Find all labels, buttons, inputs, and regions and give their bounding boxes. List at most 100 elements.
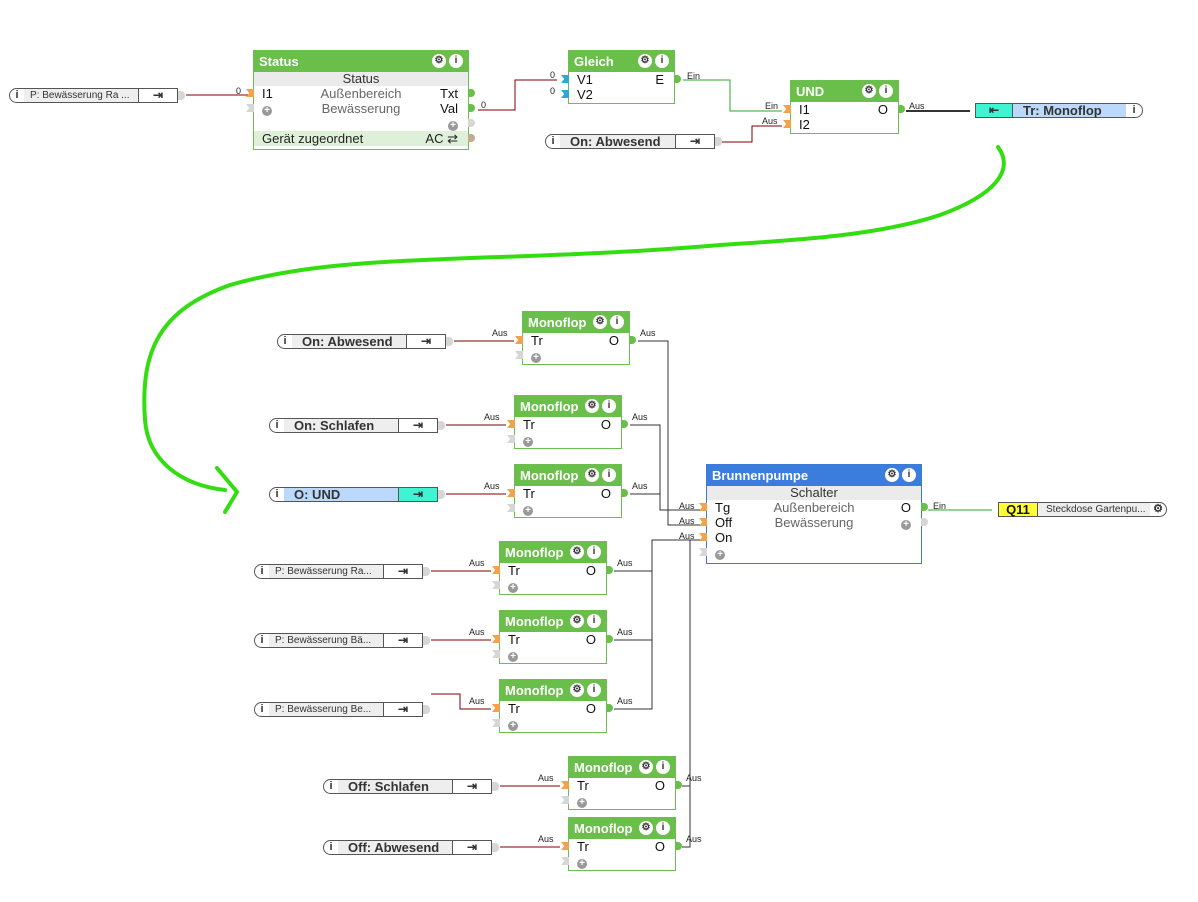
gear-icon[interactable]: ⚙ [570,545,584,559]
add-input-icon[interactable]: + [577,859,587,869]
output-pin[interactable] [675,781,682,789]
info-icon[interactable]: i [329,841,333,853]
gear-icon[interactable]: ⚙ [593,315,607,329]
info-icon[interactable]: i [1132,104,1136,116]
add-input-icon[interactable]: + [523,506,533,516]
input-pin[interactable] [561,90,569,98]
input-pin[interactable] [492,719,500,727]
gear-icon[interactable]: ⚙ [570,683,584,697]
info-icon[interactable]: i [656,760,670,774]
link-out-icon[interactable]: ⇥ [152,88,164,102]
output-pin[interactable] [606,566,613,574]
input-pin[interactable] [561,842,569,850]
gear-icon[interactable]: ⚙ [570,614,584,628]
add-output-icon[interactable]: + [448,121,458,131]
output-pin[interactable] [438,421,445,430]
info-icon[interactable]: i [275,419,279,431]
info-icon[interactable]: i [551,135,555,147]
monoflop-block[interactable]: Monoflop ⚙ i Tr O + [492,541,613,595]
info-icon[interactable]: i [602,399,616,413]
add-input-icon[interactable]: + [523,437,533,447]
info-icon[interactable]: i [15,89,19,101]
gear-icon[interactable]: ⚙ [585,399,599,413]
link-out-icon[interactable]: ⇥ [466,840,478,854]
gleich-block[interactable]: Gleich ⚙ i V1 E V2 [561,50,681,104]
info-icon[interactable]: i [610,315,624,329]
gear-icon[interactable]: ⚙ [1153,503,1163,515]
input-pin[interactable] [246,104,254,112]
input-pin[interactable] [492,566,500,574]
add-input-icon[interactable]: + [531,353,541,363]
und-block[interactable]: UND ⚙ i I1 O I2 [783,80,905,134]
input-ref-bewaesserung[interactable]: i P: Bewässerung Ra ... ⇥ [9,88,185,103]
link-out-icon[interactable]: ⇥ [397,633,409,647]
info-icon[interactable]: i [587,545,601,559]
output-pin[interactable] [468,134,475,142]
gear-icon[interactable]: ⚙ [585,468,599,482]
input-pin[interactable] [507,504,515,512]
info-icon[interactable]: i [655,54,669,68]
input-pin[interactable] [246,89,254,97]
input-ref[interactable]: i P: Bewässerung Bä... ⇥ [254,633,430,648]
output-pin[interactable] [423,567,430,576]
input-pin[interactable] [783,120,791,128]
input-pin[interactable] [561,781,569,789]
output-pin[interactable] [468,104,475,112]
link-out-icon[interactable]: ⇥ [397,564,409,578]
monoflop-block[interactable]: Monoflop ⚙ i Tr O + [492,679,613,733]
output-pin[interactable] [921,503,928,511]
monoflop-block[interactable]: Monoflop ⚙ i Tr O + [507,395,628,449]
add-output-icon[interactable]: + [901,520,911,530]
input-pin[interactable] [783,105,791,113]
add-input-icon[interactable]: + [508,721,518,731]
input-ref[interactable]: i On: Schlafen ⇥ [269,418,445,433]
link-out-icon[interactable]: ⇥ [689,134,701,148]
input-ref[interactable]: i Off: Abwesend ⇥ [323,840,499,855]
info-icon[interactable]: i [260,565,264,577]
add-input-icon[interactable]: + [508,652,518,662]
gear-icon[interactable]: ⚙ [638,54,652,68]
input-pin[interactable] [699,548,707,556]
output-pin[interactable] [715,137,722,146]
gear-icon[interactable]: ⚙ [862,84,876,98]
output-pin[interactable] [178,91,185,100]
input-pin[interactable] [507,420,515,428]
gear-icon[interactable]: ⚙ [639,760,653,774]
output-pin[interactable] [423,705,430,714]
input-pin[interactable] [507,435,515,443]
output-pin[interactable] [675,842,682,850]
info-icon[interactable]: i [260,634,264,646]
input-ref[interactable]: i P: Bewässerung Ra... ⇥ [254,564,430,579]
output-pin[interactable] [921,518,928,526]
output-pin[interactable] [629,336,636,344]
info-icon[interactable]: i [902,468,916,482]
input-pin[interactable] [699,533,707,541]
input-pin[interactable] [492,650,500,658]
output-pin[interactable] [621,489,628,497]
info-icon[interactable]: i [587,683,601,697]
add-input-icon[interactable]: + [577,798,587,808]
output-ref-tr-monoflop[interactable]: ⇤ Tr: Monoflop i [975,103,1143,118]
output-pin[interactable] [492,782,499,791]
output-pin[interactable] [674,75,681,83]
info-icon[interactable]: i [449,54,463,68]
add-input-icon[interactable]: + [508,583,518,593]
output-pin[interactable] [438,490,445,499]
output-pin[interactable] [446,337,453,346]
input-ref[interactable]: i Off: Schlafen ⇥ [323,779,499,794]
link-out-icon[interactable]: ⇥ [412,418,424,432]
info-icon[interactable]: i [260,703,264,715]
input-pin[interactable] [492,635,500,643]
output-pin[interactable] [606,704,613,712]
output-pin[interactable] [468,89,475,97]
input-pin[interactable] [561,796,569,804]
input-pin[interactable] [515,351,523,359]
output-pin[interactable] [423,636,430,645]
add-input-icon[interactable]: + [715,550,725,560]
input-pin[interactable] [492,704,500,712]
info-icon[interactable]: i [656,821,670,835]
info-icon[interactable]: i [602,468,616,482]
input-pin[interactable] [507,489,515,497]
gear-icon[interactable]: ⚙ [885,468,899,482]
info-icon[interactable]: i [879,84,893,98]
